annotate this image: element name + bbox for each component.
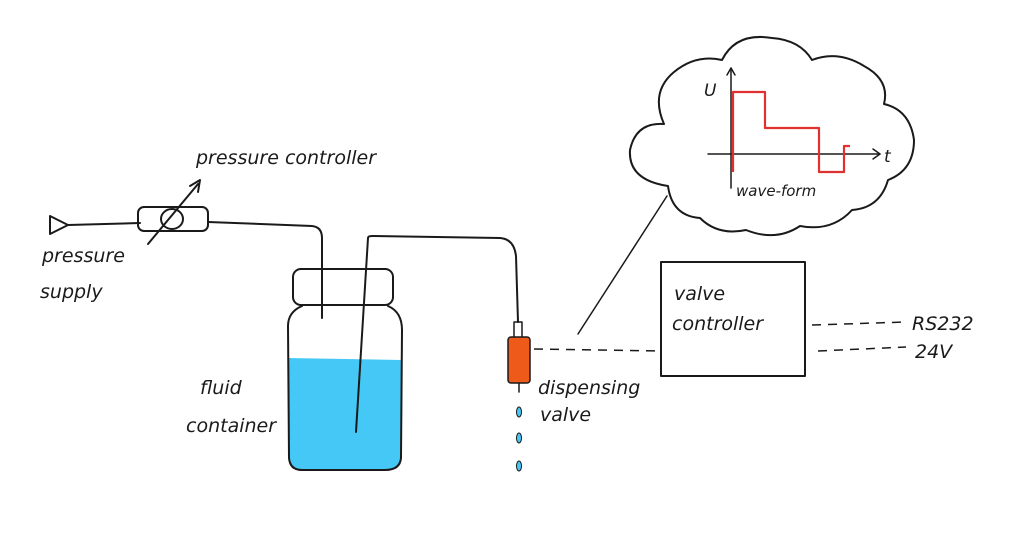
label-24v: 24V (915, 341, 954, 363)
u-axis-arrow-icon (726, 67, 736, 76)
rs232-line (811, 321, 907, 326)
label-fluid-container-2: container (186, 415, 277, 437)
valve-controller-box (660, 261, 806, 377)
label-valve-controller-1: valve (674, 283, 725, 305)
fluid-container (287, 235, 519, 471)
container-body (287, 305, 403, 471)
valve-nozzle-top (513, 321, 523, 339)
dispensing-valve (507, 321, 531, 472)
supply-tube (67, 222, 141, 226)
volt-line (817, 346, 907, 352)
droplet (516, 406, 522, 418)
waveform-trace (731, 90, 850, 174)
label-fluid-container-1: fluid (200, 377, 243, 399)
fluid-level (288, 358, 402, 470)
droplet (516, 460, 522, 472)
label-waveform-t: t (884, 147, 892, 167)
label-dispensing-valve-2: valve (540, 404, 591, 426)
label-pressure-supply-1: pressure (41, 245, 125, 267)
container-cap (292, 268, 394, 306)
label-pressure-supply-2: supply (40, 281, 103, 303)
adjust-arrow-head-icon (189, 179, 201, 193)
inlet-arrow-icon (49, 215, 69, 235)
pressure-tube (207, 221, 323, 319)
droplet (516, 432, 522, 444)
label-waveform-u: U (704, 81, 717, 101)
pressure-controller-dial (160, 208, 184, 230)
cloud-outline (628, 36, 915, 237)
label-valve-controller-2: controller (672, 313, 764, 335)
t-axis-arrow-icon (872, 148, 881, 160)
valve-body (507, 336, 531, 384)
label-waveform-caption: wave-form (736, 182, 816, 200)
waveform-callout (577, 36, 915, 335)
pressure-controller-body (137, 206, 209, 232)
pressure-controller (137, 179, 209, 245)
label-dispensing-valve-1: dispensing (538, 377, 640, 399)
label-pressure-controller: pressure controller (195, 147, 377, 169)
label-rs232: RS232 (912, 313, 974, 335)
fluid-tube (367, 235, 519, 323)
dip-tube (355, 237, 369, 433)
valve-signal-line (533, 348, 661, 352)
valve-controller (660, 261, 806, 377)
pressure-supply-inlet (49, 215, 141, 235)
adjust-arrow (147, 183, 199, 245)
callout-pointer (577, 195, 668, 335)
